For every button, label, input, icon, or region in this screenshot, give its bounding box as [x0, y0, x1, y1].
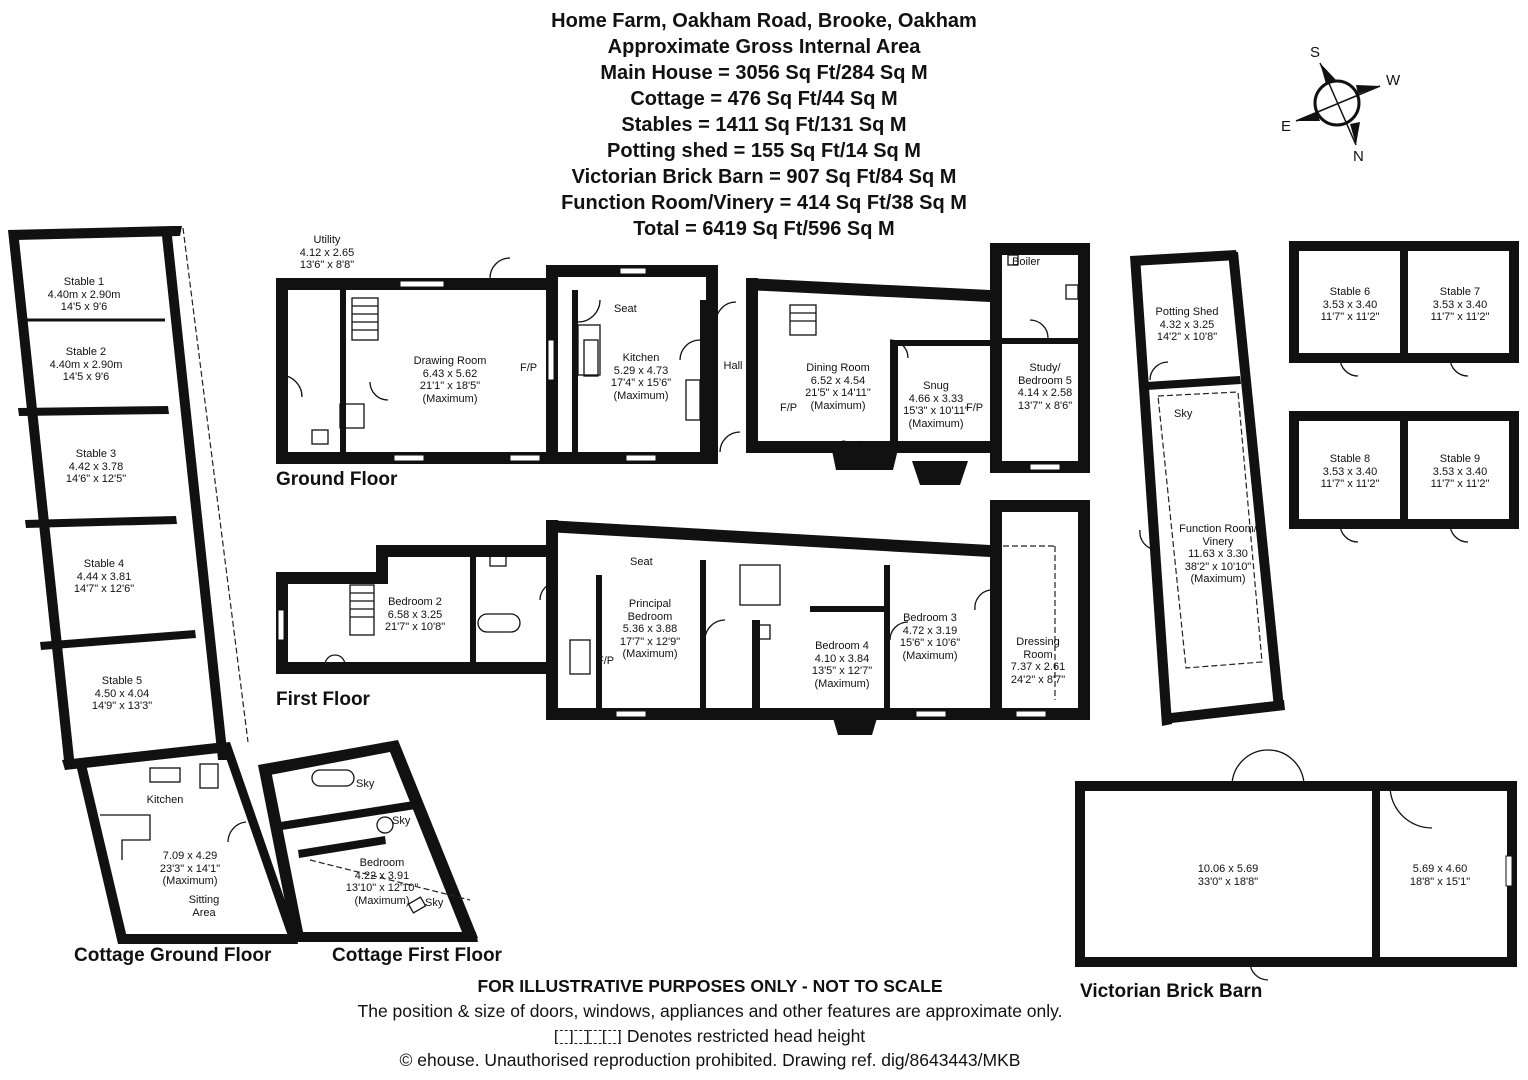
label-fp-snug: F/P: [966, 402, 984, 414]
area-function-room: Function Room/Vinery = 414 Sq Ft/38 Sq M: [561, 192, 967, 214]
label-cottage-sky-1: Sky: [356, 778, 375, 790]
area-potting-shed: Potting shed = 155 Sq Ft/14 Sq M: [607, 140, 921, 162]
cottage-first-outline: [258, 740, 478, 942]
label-seat-kitchen: Seat: [614, 303, 637, 315]
area-cottage: Cottage = 476 Sq Ft/44 Sq M: [630, 88, 898, 110]
area-main-house: Main House = 3056 Sq Ft/284 Sq M: [600, 62, 928, 84]
compass-rose-icon: [1295, 62, 1381, 146]
label-cottage-sky-3: Sky: [425, 897, 444, 909]
stables-6-9-outline: [1289, 241, 1519, 543]
label-function-sky: Sky: [1174, 408, 1193, 420]
section-brick-barn: Victorian Brick Barn: [1080, 981, 1263, 1002]
section-cottage-first: Cottage First Floor: [332, 945, 502, 966]
plan-subtitle: Approximate Gross Internal Area: [607, 36, 921, 58]
ground-floor-outline: [276, 243, 1090, 485]
legend-restricted-height: Denotes restricted head height: [0, 1026, 1420, 1047]
label-fp-kitchen: F/P: [520, 362, 538, 374]
plan-title: Home Farm, Oakham Road, Brooke, Oakham: [551, 10, 977, 32]
disclaimer-title: FOR ILLUSTRATIVE PURPOSES ONLY - NOT TO …: [477, 976, 943, 996]
restricted-height-dash-icon: [554, 1030, 621, 1045]
compass-s: S: [1310, 44, 1321, 61]
area-brick-barn: Victorian Brick Barn = 907 Sq Ft/84 Sq M: [571, 166, 957, 188]
section-cottage-ground: Cottage Ground Floor: [74, 945, 272, 966]
room-cottage-kitchen: Kitchen: [146, 794, 184, 806]
label-cottage-sky-2: Sky: [392, 815, 411, 827]
section-first-floor: First Floor: [276, 689, 370, 710]
cottage-ground-outline: [75, 742, 298, 944]
label-fp-principal: F/P: [597, 655, 615, 667]
disclaimer-text: The position & size of doors, windows, a…: [357, 1001, 1063, 1021]
potting-function-outline: [1130, 250, 1285, 726]
label-seat-first: Seat: [630, 556, 653, 568]
label-boiler: Boiler: [1012, 256, 1041, 268]
compass-w: W: [1386, 72, 1401, 89]
section-ground-floor: Ground Floor: [276, 469, 398, 490]
copyright-note: © ehouse. Unauthorised reproduction proh…: [399, 1050, 1021, 1070]
room-hall: Hall: [723, 360, 743, 372]
barn-outline: [1075, 749, 1517, 981]
compass-e: E: [1281, 118, 1292, 135]
area-total: Total = 6419 Sq Ft/596 Sq M: [633, 218, 895, 240]
first-floor-outline: [276, 500, 1090, 735]
label-fp-dining: F/P: [780, 402, 798, 414]
stables-block-outline: [8, 226, 249, 770]
compass-n: N: [1353, 148, 1364, 165]
area-stables: Stables = 1411 Sq Ft/131 Sq M: [621, 114, 907, 136]
label-seat-dining: Seat: [840, 439, 863, 451]
